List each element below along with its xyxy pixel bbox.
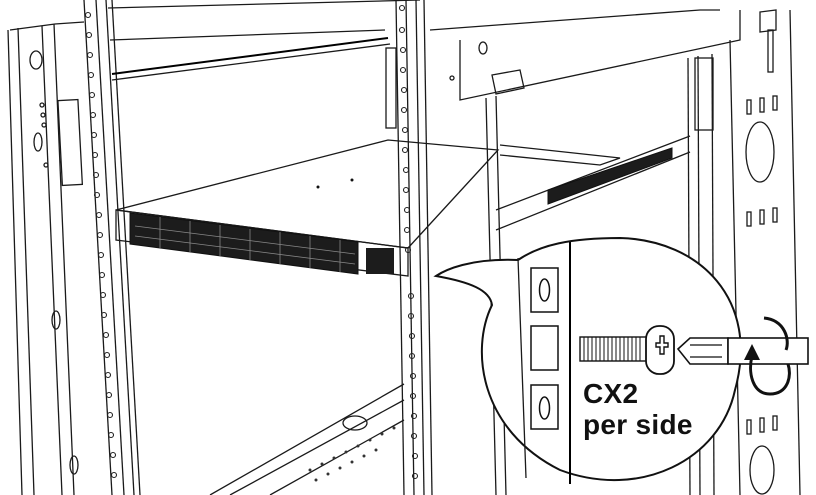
cable-management-tray [209, 383, 405, 495]
rack-left-front-post [83, 0, 141, 495]
network-switch [115, 139, 500, 277]
rack-left-side-panel [7, 21, 85, 495]
phillips-screwdriver-icon [676, 337, 809, 365]
rack-top-crossbar [107, 0, 421, 81]
rotate-clockwise-arrow-icon [744, 316, 791, 396]
callout-bubble [433, 236, 809, 484]
screw-icon [579, 325, 675, 375]
rack-rear-frame [429, 9, 801, 495]
rack-hole-column [530, 267, 559, 430]
slide-rail [495, 135, 691, 231]
per-side-label: per side [583, 409, 693, 440]
screw-quantity-label: CX2 [583, 378, 639, 409]
